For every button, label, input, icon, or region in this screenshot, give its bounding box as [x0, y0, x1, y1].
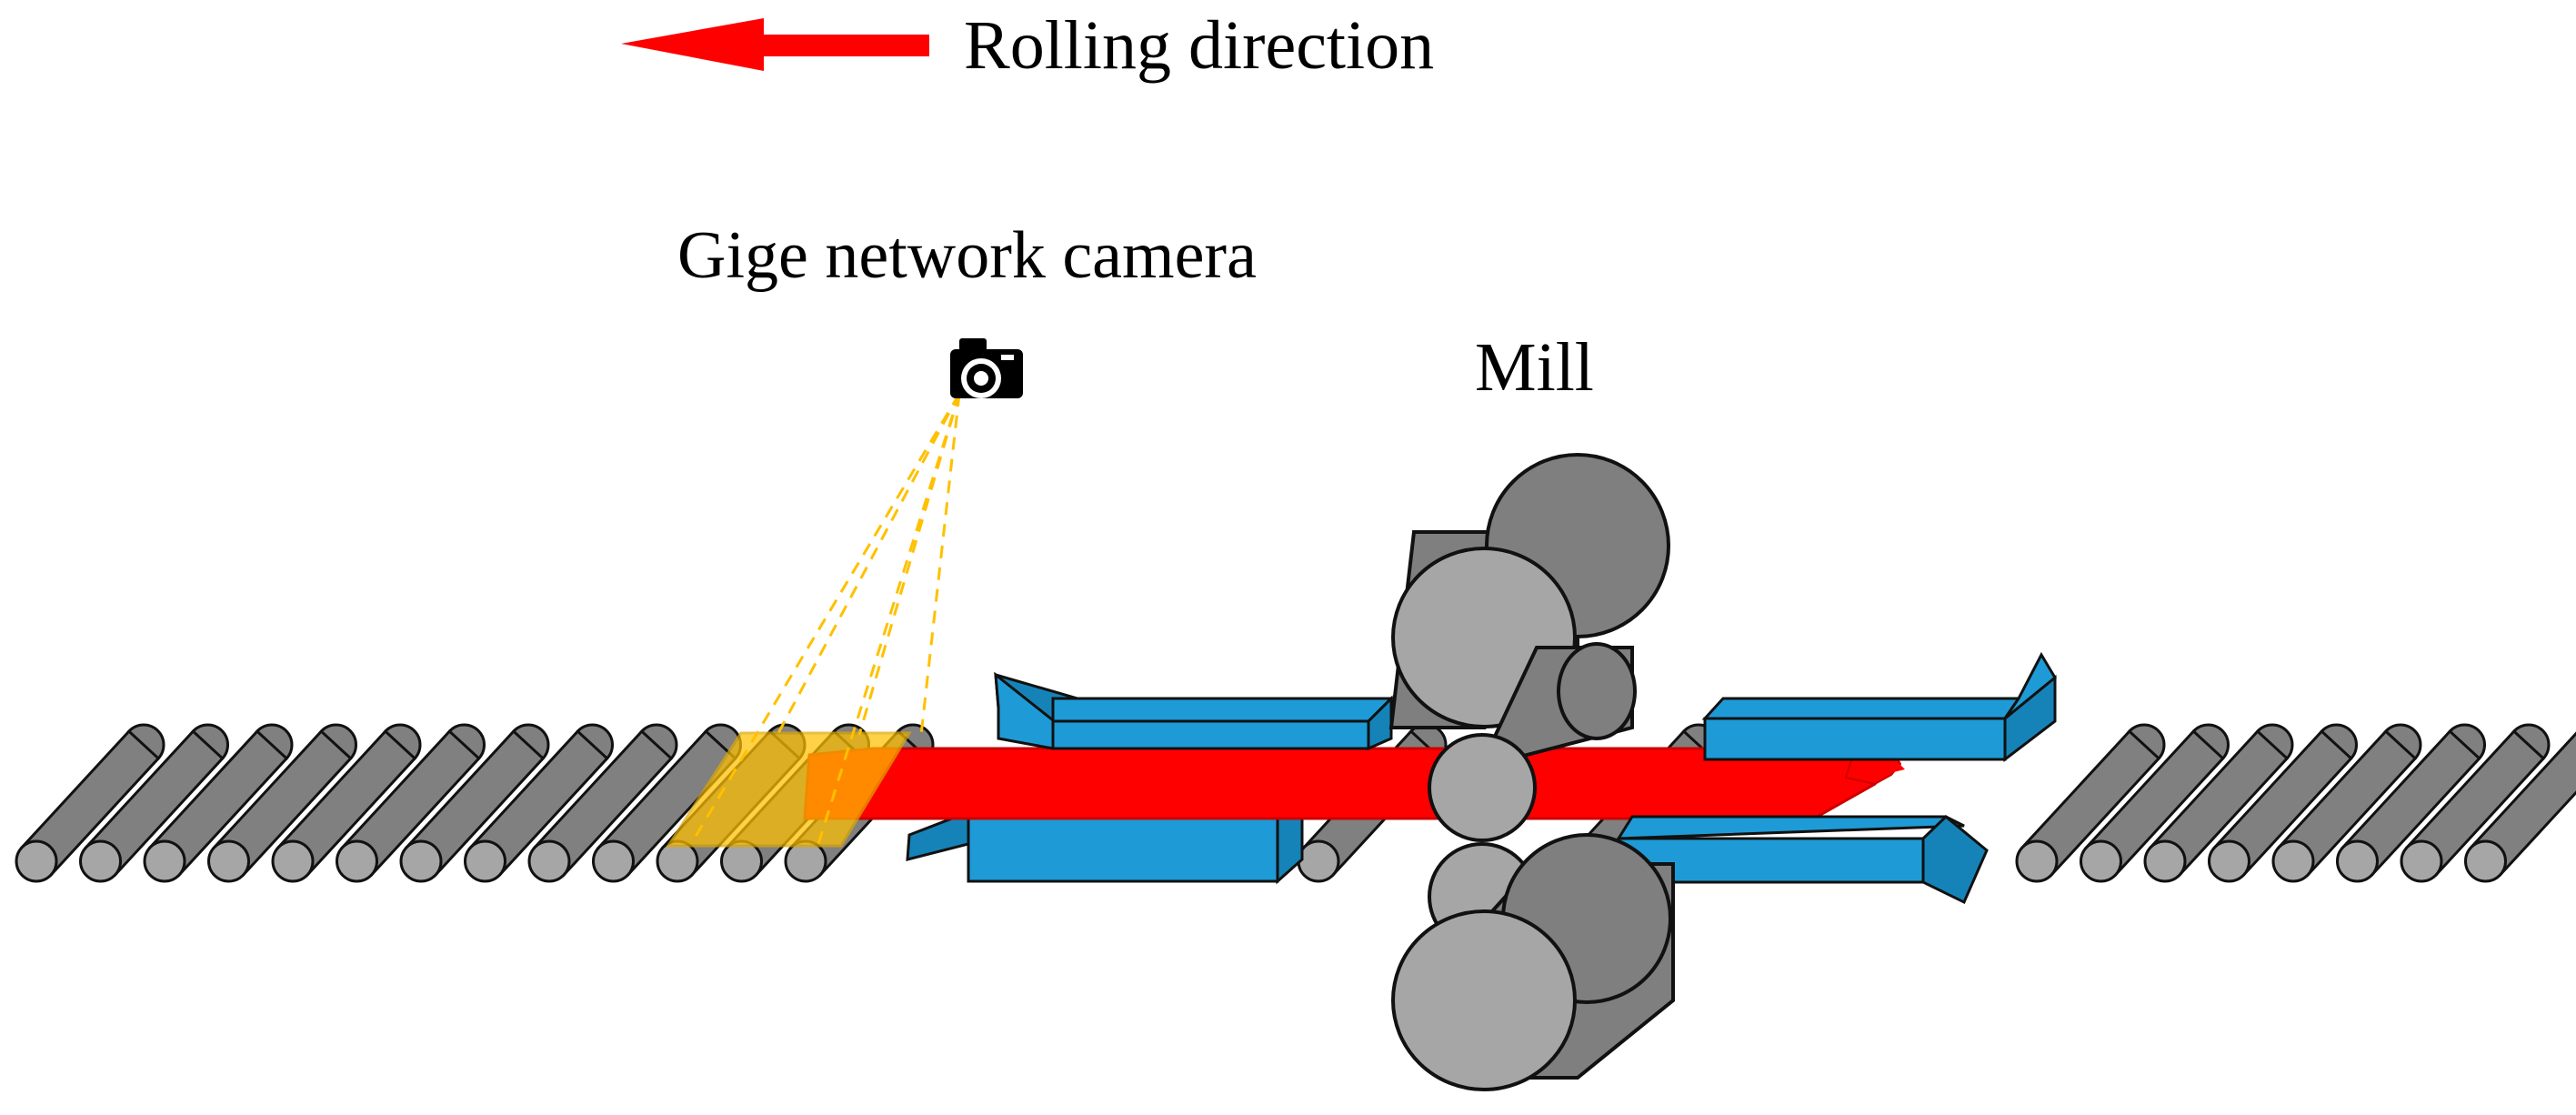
- table-roller: [207, 723, 357, 883]
- table-roller: [143, 723, 294, 883]
- left-arrow-icon: [621, 18, 929, 71]
- table-roller: [399, 723, 550, 883]
- table-roller: [2080, 723, 2230, 883]
- mill-label: Mill: [1475, 329, 1594, 406]
- table-roller: [2464, 731, 2576, 883]
- table-roller: [15, 723, 165, 883]
- table-roller: [527, 723, 678, 883]
- table-roller: [2143, 723, 2294, 883]
- table-roller: [336, 723, 486, 883]
- table-roller: [2336, 723, 2486, 883]
- rolling-direction-label: Rolling direction: [964, 7, 1435, 84]
- lower-left-guide: [906, 809, 1304, 885]
- table-roller: [2400, 723, 2551, 883]
- upper-left-guide: [994, 671, 1395, 751]
- table-roller: [271, 723, 422, 883]
- upper-right-guide: [1701, 651, 2057, 763]
- camera-label: Gige network camera: [677, 218, 1257, 293]
- table-roller: [2208, 723, 2358, 883]
- table-roller: [464, 723, 614, 883]
- table-rollers-right: [2015, 723, 2576, 883]
- table-roller: [592, 723, 742, 883]
- table-roller: [2015, 723, 2166, 883]
- camera-field-of-view: [666, 393, 961, 848]
- table-roller: [79, 723, 229, 883]
- table-roller: [2271, 723, 2422, 883]
- camera-icon: [950, 338, 1023, 398]
- mill-stand: [1388, 453, 1675, 1091]
